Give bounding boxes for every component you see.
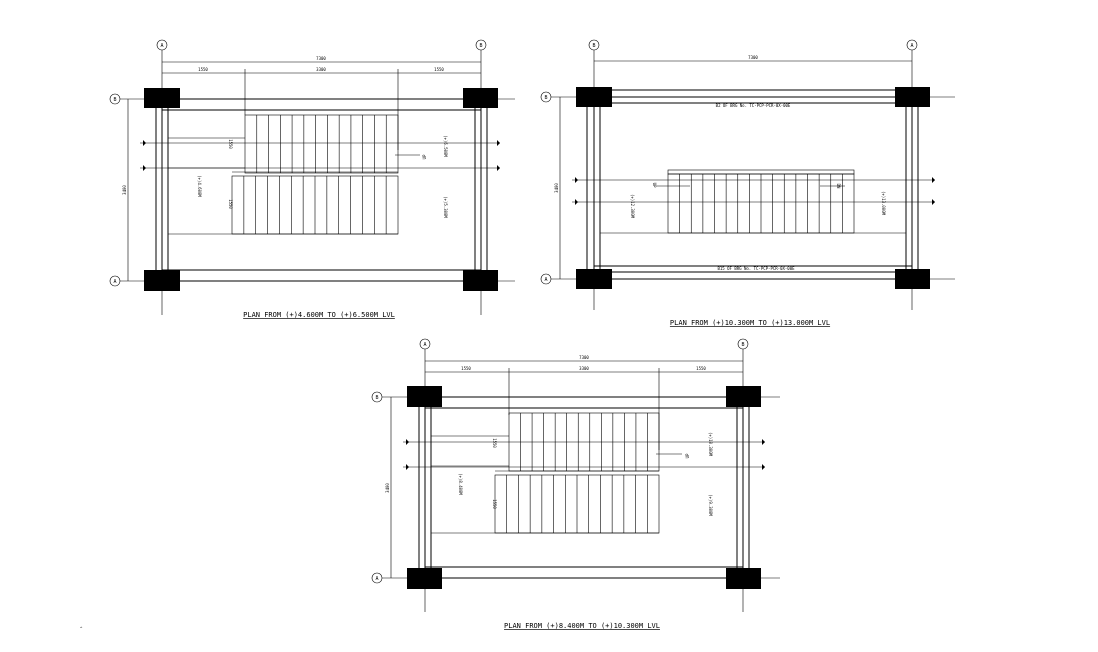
level-label: (+)5.300M (443, 196, 448, 218)
plan-title: PLAN FROM (+)10.300M TO (+)13.000M LVL (670, 319, 830, 327)
flight-dim: 1550 (228, 199, 233, 209)
column (407, 386, 442, 407)
level-label: (+)8.400M (458, 473, 463, 495)
plan-title: PLAN FROM (+)8.400M TO (+)10.300M LVL (504, 622, 660, 630)
column (407, 568, 442, 589)
column (463, 88, 498, 108)
stair-treads (243, 176, 387, 234)
level-label: (+)9.300M (708, 494, 713, 516)
column (895, 87, 930, 107)
column (726, 386, 761, 407)
grid-label: B (113, 97, 116, 103)
beam-note: B15 OF BRG No. TC-PCP-PCR-0X-00E (717, 266, 795, 271)
dim-part: 1550 (696, 366, 706, 371)
level-label: (+)12.300M (630, 194, 635, 219)
dim-part: 1550 (461, 366, 471, 371)
dim-total: 7300 (579, 355, 589, 360)
level-label: (+)10.300M (708, 432, 713, 457)
level-label: (+)4.600M (197, 175, 202, 197)
grid-label: A (113, 279, 116, 285)
flight-dim: 1550 (492, 438, 497, 448)
corner-mark: ^ (80, 626, 83, 631)
up-label: UP (422, 154, 427, 159)
dim-part: 3300 (316, 67, 326, 72)
dim-side: 3400 (122, 185, 127, 195)
grid-label: B (741, 342, 744, 348)
stair-flight-upper (168, 114, 399, 174)
dim-part: 1550 (434, 67, 444, 72)
level-label: (+)13.000M (881, 191, 886, 216)
column (463, 270, 498, 291)
dim-side: 3400 (554, 183, 559, 193)
grid-label: A (544, 277, 547, 283)
grid-label: A (423, 342, 426, 348)
stair-flight-lower (431, 470, 660, 534)
dn-label: DN (836, 184, 841, 189)
grid-label: A (910, 43, 913, 49)
up-label: UP (652, 183, 657, 188)
stair-flight (600, 169, 906, 234)
dim-total: 7300 (316, 56, 326, 61)
plan-3: A B B A 7300 1550 3300 1550 3400 (371, 338, 780, 630)
column (144, 270, 180, 291)
up-label: UP (685, 453, 690, 458)
dim-part: 3300 (579, 366, 589, 371)
plan-1: A B B A 7300 1550 3300 1550 3400 (109, 39, 515, 319)
grid-label: A (375, 576, 378, 582)
stair-treads (679, 174, 843, 233)
flight-dim: 1550 (228, 139, 233, 149)
stair-treads (256, 115, 387, 173)
dim-part: 1550 (198, 67, 208, 72)
plan-title: PLAN FROM (+)4.600M TO (+)6.500M LVL (243, 311, 395, 319)
grid-label: B (479, 43, 482, 49)
column (144, 88, 180, 108)
grid-label: B (592, 43, 595, 49)
dim-total: 7300 (748, 55, 758, 60)
beam-note: B2 OF BRG No. TC-PCP-PCR-0X-00E (716, 103, 791, 108)
level-label: (+)6.500M (443, 135, 448, 157)
column (576, 87, 612, 107)
grid-label: B (544, 95, 547, 101)
grid-label: B (375, 395, 378, 401)
column (726, 568, 761, 589)
column (895, 269, 930, 289)
column (576, 269, 612, 289)
stair-treads (506, 475, 648, 533)
dim-side: 3400 (385, 483, 390, 493)
grid-label: A (160, 43, 163, 49)
flight-dim: 1550 (492, 499, 497, 509)
plan-2: B A B A 7300 3400 B2 OF BRG No. TC-PCP-P… (540, 39, 955, 327)
